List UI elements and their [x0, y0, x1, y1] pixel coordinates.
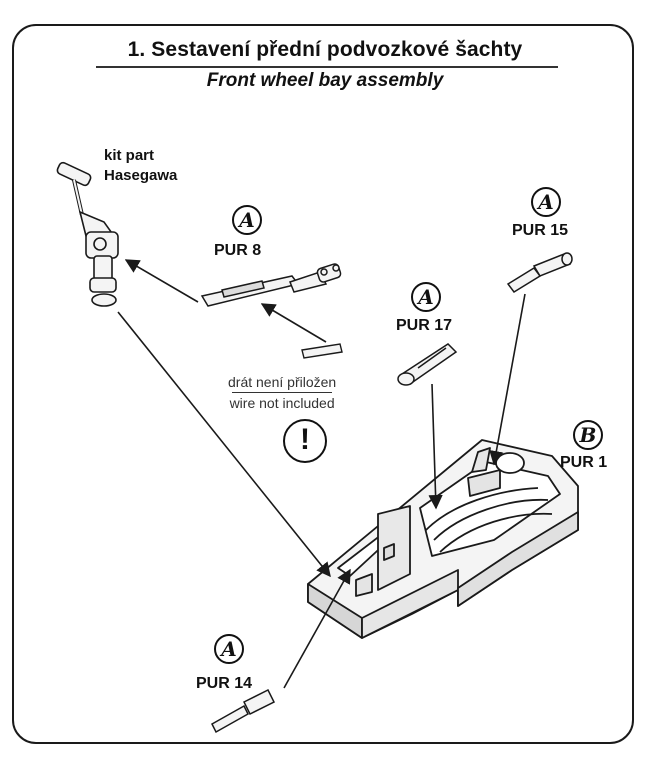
pur17-badge: A: [411, 282, 441, 312]
pur14-badge: A: [214, 634, 244, 664]
kit-part-label: kit part Hasegawa: [104, 146, 177, 186]
wire-note-english: wire not included: [229, 395, 335, 411]
hasegawa-strut-part: [56, 161, 119, 307]
wire-note-czech: drát není přiložen: [228, 374, 337, 390]
sheet-frame: [12, 24, 634, 744]
pur8-part: [200, 263, 342, 307]
pur8-label: PUR 8: [214, 242, 262, 259]
pur17-label: PUR 17: [396, 317, 453, 334]
wire-note-divider: [232, 392, 333, 393]
pur15-label: PUR 15: [512, 222, 569, 239]
pur15-badge: A: [531, 187, 561, 217]
assembly-arrows: [117, 259, 526, 689]
title-underline: [96, 66, 558, 68]
pur1-badge: B: [573, 420, 603, 450]
pur8-badge: A: [232, 205, 262, 235]
kit-part-line1: kit part: [104, 147, 155, 164]
page-title: 1. Sestavení přední podvozkové šachty: [127, 38, 523, 61]
kit-part-line2: Hasegawa: [104, 167, 178, 184]
page-subtitle: Front wheel bay assembly: [206, 70, 444, 91]
pur14-part: [211, 688, 276, 734]
pur15-part: [506, 252, 573, 293]
wire-note: drát není přiložen wire not included: [228, 372, 336, 413]
pur1-wheel-bay: [307, 439, 579, 639]
pur1-label: PUR 1: [560, 454, 608, 471]
pur14-label: PUR 14: [196, 675, 253, 692]
warning-icon: !: [283, 419, 327, 463]
pur17-part: [397, 343, 458, 386]
wire-piece: [301, 343, 343, 359]
